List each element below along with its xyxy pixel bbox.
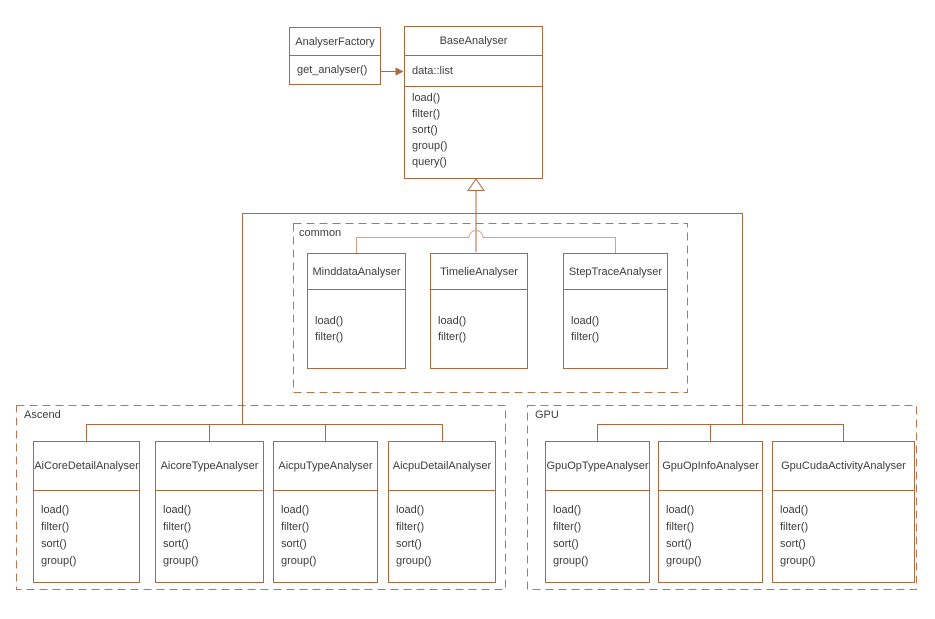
method: group(): [396, 555, 432, 567]
class-methods: load() filter() sort() group(): [546, 491, 649, 573]
method: filter(): [163, 521, 192, 533]
class-methods: load() filter() sort() group(): [156, 491, 263, 573]
method: group(): [163, 555, 199, 567]
class-methods: load() filter() sort() group(): [389, 491, 495, 573]
class-title: AicoreTypeAnalyser: [156, 442, 263, 491]
method: sort(): [780, 538, 806, 550]
class-methods: load() filter() sort() group(): [34, 491, 139, 573]
class-title: AiCoreDetailAnalyser: [34, 442, 139, 491]
class-base-analyser: BaseAnalyser data::list load() filter() …: [404, 26, 543, 179]
method: sort(): [553, 538, 579, 550]
method: filter(): [438, 331, 467, 343]
common-connector-line: [356, 230, 616, 253]
class-methods: load() filter() sort() group() query(): [405, 87, 542, 173]
method: sort(): [396, 538, 422, 550]
ascend-connector-line: [86, 424, 443, 441]
association-arrowhead-icon: [395, 67, 404, 76]
class-title: GpuOpTypeAnalyser: [546, 442, 649, 491]
class-attribute: data::list: [405, 56, 542, 87]
class-methods: load() filter() sort() group(): [773, 491, 914, 573]
method: group(): [553, 555, 589, 567]
method: filter(): [41, 521, 70, 533]
method: load(): [780, 504, 809, 516]
method: filter(): [666, 521, 695, 533]
class-title: AicpuTypeAnalyser: [274, 442, 377, 491]
method: sort(): [163, 538, 189, 550]
class-methods: load() filter(): [564, 290, 667, 348]
method: load(): [438, 315, 467, 327]
method: sort(): [412, 124, 438, 136]
class-gpu-op-info-analyser: GpuOpInfoAnalyser load() filter() sort()…: [658, 441, 763, 583]
class-title: AicpuDetailAnalyser: [389, 442, 495, 491]
group-label-gpu: GPU: [535, 409, 559, 421]
class-gpu-op-type-analyser: GpuOpTypeAnalyser load() filter() sort()…: [545, 441, 650, 583]
method: load(): [396, 504, 425, 516]
class-title: StepTraceAnalyser: [564, 254, 667, 290]
method: group(): [666, 555, 702, 567]
method: query(): [412, 156, 447, 168]
class-methods: get_analyser(): [290, 56, 380, 83]
method: load(): [315, 315, 344, 327]
gpu-connector-line: [597, 424, 844, 441]
class-title: BaseAnalyser: [405, 27, 542, 56]
method: filter(): [396, 521, 425, 533]
method: group(): [412, 140, 448, 152]
method: group(): [41, 555, 77, 567]
class-title: GpuOpInfoAnalyser: [659, 442, 762, 491]
method: filter(): [553, 521, 582, 533]
class-steptrace-analyser: StepTraceAnalyser load() filter(): [563, 253, 668, 369]
method: filter(): [780, 521, 809, 533]
class-aicpu-type-analyser: AicpuTypeAnalyser load() filter() sort()…: [273, 441, 378, 583]
class-title: TimelieAnalyser: [431, 254, 527, 290]
method: load(): [666, 504, 695, 516]
group-label-common: common: [299, 227, 342, 239]
method: get_analyser(): [297, 63, 368, 76]
method: filter(): [412, 108, 441, 120]
method: load(): [163, 504, 192, 516]
group-label-ascend: Ascend: [24, 409, 61, 421]
method: sort(): [41, 538, 67, 550]
method: load(): [41, 504, 70, 516]
class-timelie-analyser: TimelieAnalyser load() filter(): [430, 253, 528, 369]
class-title: AnalyserFactory: [290, 28, 380, 56]
class-analyser-factory: AnalyserFactory get_analyser(): [289, 27, 381, 85]
class-gpu-cuda-activity-analyser: GpuCudaActivityAnalyser load() filter() …: [772, 441, 915, 583]
method: load(): [553, 504, 582, 516]
method: sort(): [281, 538, 307, 550]
method: filter(): [281, 521, 310, 533]
class-aicpu-detail-analyser: AicpuDetailAnalyser load() filter() sort…: [388, 441, 496, 583]
class-methods: load() filter() sort() group(): [274, 491, 377, 573]
class-methods: load() filter(): [308, 290, 405, 348]
class-aicore-type-analyser: AicoreTypeAnalyser load() filter() sort(…: [155, 441, 264, 583]
class-aicore-detail-analyser: AiCoreDetailAnalyser load() filter() sor…: [33, 441, 140, 583]
class-methods: load() filter(): [431, 290, 527, 348]
method: filter(): [571, 331, 600, 343]
method: group(): [780, 555, 816, 567]
class-minddata-analyser: MinddataAnalyser load() filter(): [307, 253, 406, 369]
method: sort(): [666, 538, 692, 550]
method: filter(): [315, 331, 344, 343]
class-methods: load() filter() sort() group(): [659, 491, 762, 573]
class-title: MinddataAnalyser: [308, 254, 405, 290]
inheritance-triangle-icon: [467, 178, 485, 191]
method: group(): [281, 555, 317, 567]
class-title: GpuCudaActivityAnalyser: [773, 442, 914, 491]
method: load(): [571, 315, 600, 327]
method: load(): [281, 504, 310, 516]
method: load(): [412, 92, 441, 104]
